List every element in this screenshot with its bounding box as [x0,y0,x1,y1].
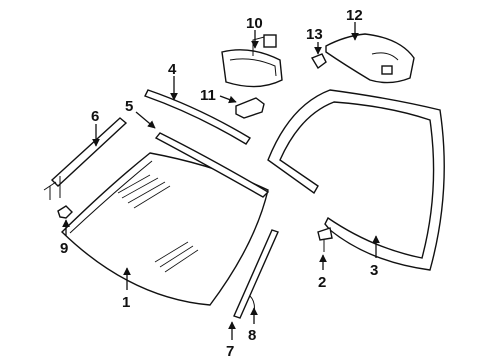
callout-2: 2 [318,274,326,291]
sun-visor [325,33,415,84]
callout-5: 5 [125,98,133,115]
windshield-seal [267,89,445,271]
arrow-11 [219,95,237,104]
callout-3: 3 [370,262,378,279]
pillar-garnish [43,117,128,200]
callout-10: 10 [246,15,263,32]
callout-1: 1 [122,294,130,311]
upper-molding [154,132,270,198]
callout-7: 7 [226,343,234,360]
callout-8: 8 [248,327,256,344]
molding-clip [57,205,73,219]
callout-4: 4 [168,61,177,78]
fastener [317,227,333,252]
mirror-clip [235,97,265,119]
side-molding [233,229,279,319]
top-weatherstrip [144,89,251,145]
windshield-glass [60,152,269,306]
visor-clip [310,53,327,70]
callout-12: 12 [346,7,363,24]
arrow-5 [135,111,156,129]
callout-6: 6 [91,108,99,125]
rear-view-mirror [221,34,283,88]
callout-9: 9 [60,240,68,257]
callout-11: 11 [200,87,216,104]
callout-13: 13 [306,26,323,43]
